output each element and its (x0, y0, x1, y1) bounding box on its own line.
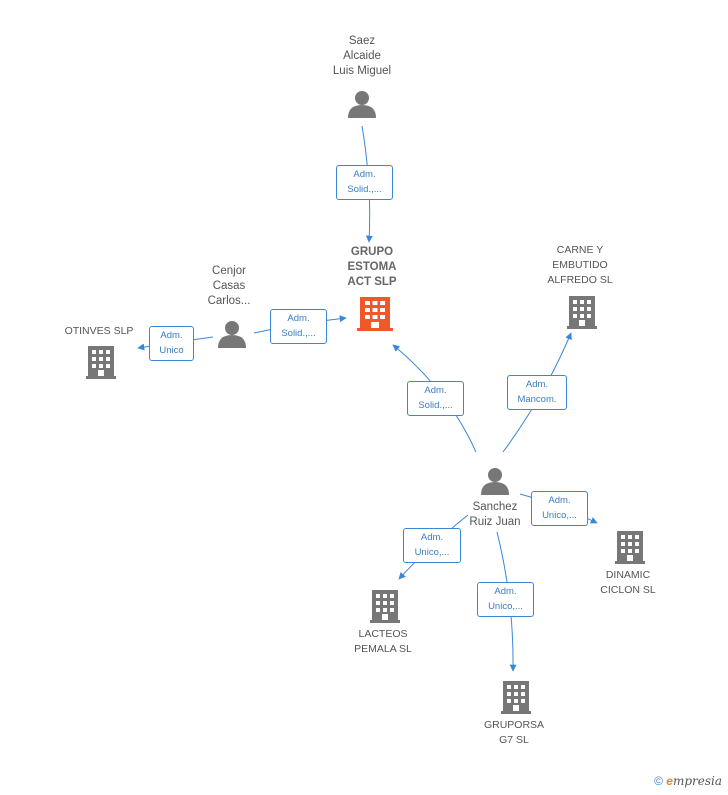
building-icon[interactable] (370, 590, 400, 623)
node-label-cenjor[interactable]: Cenjor Casas Carlos... (207, 265, 251, 307)
edge-label-cenjor-otinves[interactable]: Adm. Unico (149, 326, 194, 361)
person-icon[interactable] (348, 91, 376, 118)
node-label-grupo-estoma[interactable]: GRUPO ESTOMA ACT SLP (347, 246, 397, 288)
person-icon[interactable] (481, 468, 509, 495)
building-icon[interactable] (86, 346, 116, 379)
edge-label-sanchez-carne[interactable]: Adm. Mancom. (507, 375, 567, 410)
copyright-icon: © (654, 774, 663, 788)
building-icon[interactable] (615, 531, 645, 564)
node-label-otinves[interactable]: OTINVES SLP (64, 325, 134, 337)
brand-name: mpresia (672, 774, 722, 788)
building-icon[interactable] (501, 681, 531, 714)
footer-brand[interactable]: © empresia (654, 774, 722, 788)
node-label-saez[interactable]: Saez Alcaide Luis Miguel (332, 35, 392, 77)
node-label-dinamic[interactable]: DINAMIC CICLON SL (600, 569, 656, 596)
building-icon[interactable] (567, 296, 597, 329)
node-label-carne[interactable]: CARNE Y EMBUTIDO ALFREDO SL (547, 244, 613, 286)
brand-logo-initial: e (666, 774, 673, 788)
edge-label-sanchez-grupo[interactable]: Adm. Solid.,... (407, 381, 464, 416)
person-icon[interactable] (218, 321, 246, 348)
edge-label-saez-grupo[interactable]: Adm. Solid.,... (336, 165, 393, 200)
edge-label-sanchez-gruporsa[interactable]: Adm. Unico,... (477, 582, 534, 617)
node-label-gruporsa[interactable]: GRUPORSA G7 SL (483, 719, 545, 746)
edge-label-cenjor-grupo[interactable]: Adm. Solid.,... (270, 309, 327, 344)
building-icon-main[interactable] (357, 297, 393, 331)
node-label-lacteos[interactable]: LACTEOS PEMALA SL (354, 628, 412, 655)
node-label-sanchez[interactable]: Sanchez Ruiz Juan (469, 501, 521, 528)
edge-label-sanchez-lacteos[interactable]: Adm. Unico,... (403, 528, 461, 563)
edge-label-sanchez-dinamic[interactable]: Adm. Unico,... (531, 491, 588, 526)
